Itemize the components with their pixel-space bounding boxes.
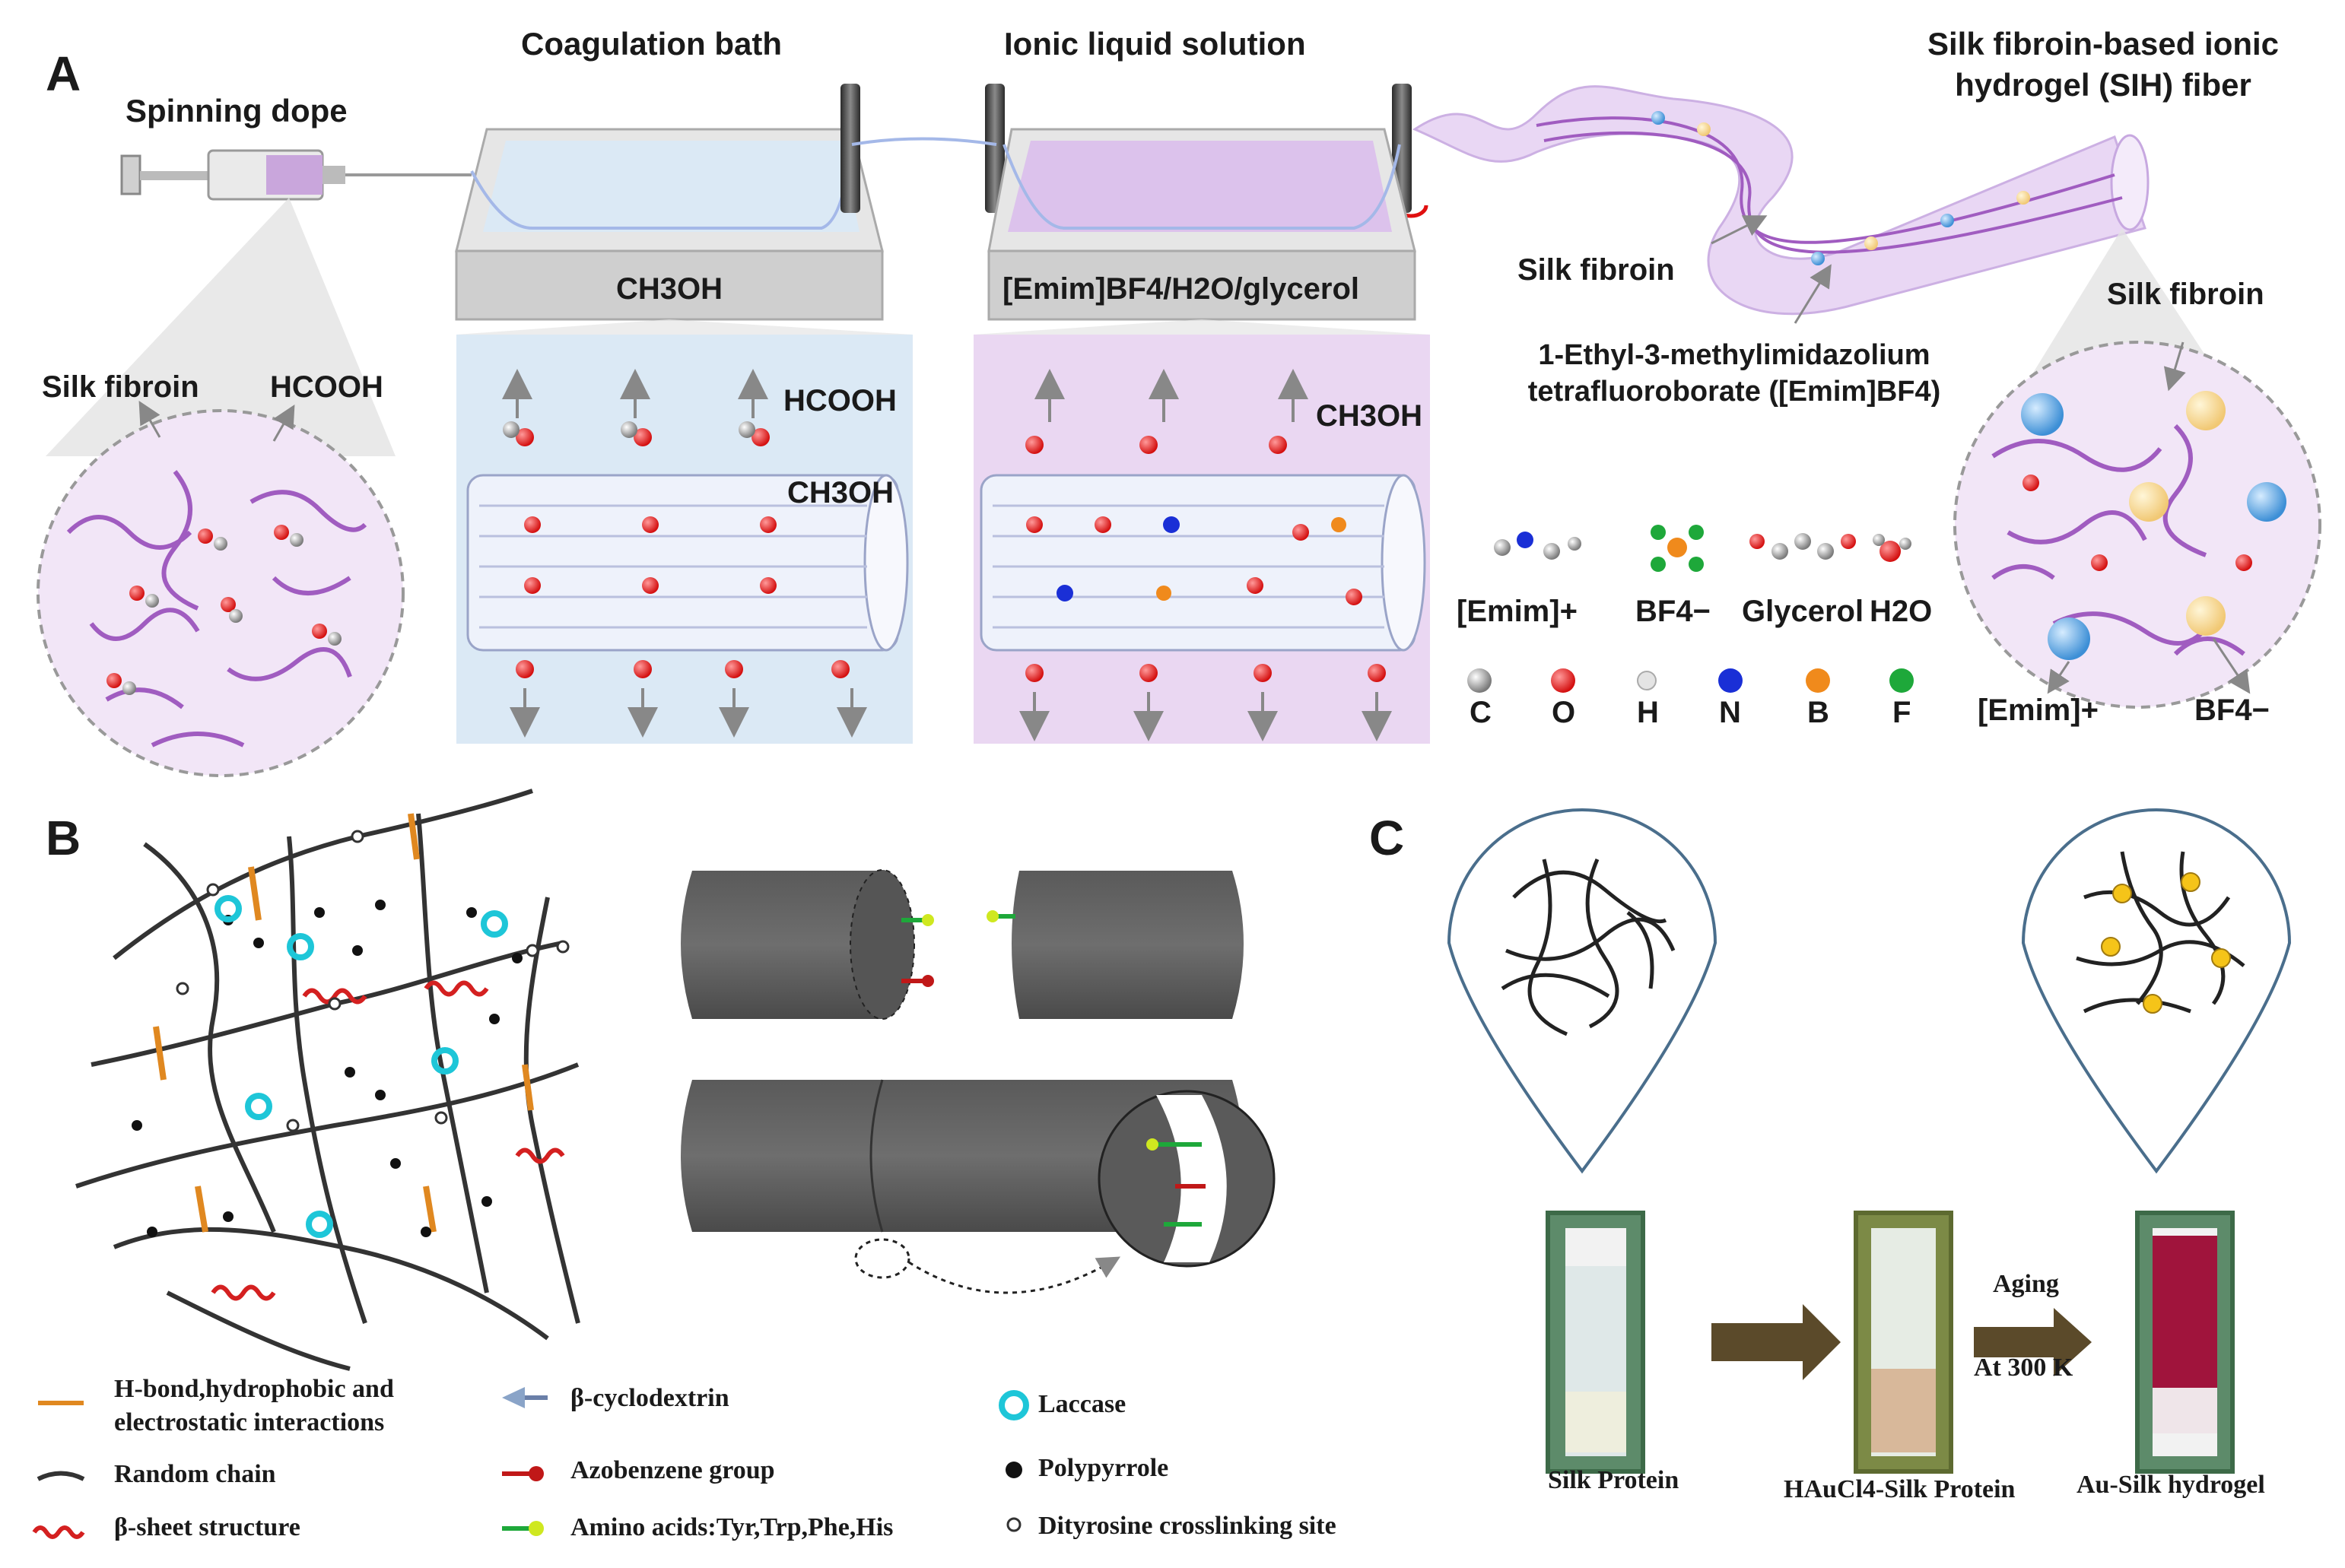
legend-cyclodextrin: β-cyclodextrin [570, 1384, 729, 1412]
atom-c: C [1470, 696, 1492, 729]
sih-label-line2: hydrogel (SIH) fiber [1955, 67, 2251, 103]
arrow-2 [1974, 1308, 2092, 1376]
vial3-label: Au-Silk hydrogel [2077, 1471, 2265, 1499]
legend-hbond-line1: H-bond,hydrophobic and [114, 1375, 394, 1403]
ionic-flow-arrows [1019, 369, 1392, 741]
legend-bf4: BF4− [1635, 595, 1711, 628]
hcooh-pointer-left [272, 404, 295, 442]
silk-fibroin-fiber-pointer [1711, 215, 1768, 245]
legend-random-chain: Random chain [114, 1460, 276, 1488]
roller-1 [840, 84, 860, 213]
zoom-cone-left [46, 198, 396, 456]
silk-fibroin-fiber-label: Silk fibroin [1517, 253, 1675, 287]
legend-amino-acids: Amino acids:Tyr,Trp,Phe,His [570, 1513, 894, 1541]
healing-moieties [901, 910, 1206, 1227]
syringe [120, 149, 472, 201]
panel-c-letter: C [1369, 811, 1405, 865]
vial-au-silk [2135, 1211, 2235, 1474]
legend-b-icons [32, 1387, 1029, 1539]
legend-laccase: Laccase [1038, 1390, 1126, 1418]
sih-chains [1991, 424, 2245, 656]
teardrop-right [2021, 808, 2292, 1174]
hcooh-mid-label: HCOOH [783, 384, 897, 417]
ch3oh-fiber-cylinder [466, 474, 909, 652]
aging-label: Aging [1993, 1270, 2059, 1298]
ionic-fiber-cylinder [980, 474, 1426, 652]
atom-b: B [1807, 696, 1829, 729]
molecule-legend-icons [1494, 525, 1911, 572]
fiber-bridge [851, 137, 997, 146]
arrow-1 [1711, 1304, 1841, 1380]
emim-label-line2: tetrafluoroborate ([Emim]BF4) [1527, 376, 1941, 408]
vial1-label: Silk Protein [1548, 1466, 1679, 1494]
coagulation-bath-label: Coagulation bath [521, 26, 782, 62]
dope-molecules [106, 525, 342, 695]
atom-f: F [1892, 696, 1911, 729]
legend-beta-sheet: β-sheet structure [114, 1513, 300, 1541]
ch3oh-right-label: CH3OH [1316, 399, 1423, 433]
ionic-liquid-bath [987, 128, 1416, 321]
vial-haucl4 [1854, 1211, 1953, 1474]
ch3oh-molecules [503, 421, 850, 678]
dope-circle [37, 409, 405, 777]
legend-polypyrrole: Polypyrrole [1038, 1454, 1169, 1482]
vial2-label: HAuCl4-Silk Protein [1784, 1475, 2016, 1503]
zoom-cone-coag [456, 319, 913, 335]
ionic-molecules [1025, 436, 1386, 682]
emim-circle-pointer [2047, 661, 2070, 694]
atom-legend-icons [1467, 668, 1914, 693]
emim-label-line1: 1-Ethyl-3-methylimidazolium [1538, 339, 1930, 371]
silk-fibroin-pointer-left [138, 400, 161, 438]
broken-cylinder-left [681, 869, 915, 1020]
teardrop-left [1447, 808, 1717, 1174]
legend-azobenzene: Azobenzene group [570, 1456, 775, 1484]
silk-fibroin-circle-pointer [2163, 341, 2186, 392]
legend-hbond-line2: electrostatic interactions [114, 1408, 385, 1436]
atom-o: O [1552, 696, 1576, 729]
sih-label-line1: Silk fibroin-based ionic [1927, 26, 2280, 62]
legend-h2o: H2O [1870, 595, 1933, 628]
ionic-bath-label: [Emim]BF4/H2O/glycerol [1003, 272, 1360, 306]
hcooh-left-label: HCOOH [270, 370, 383, 404]
emim-pointer [1794, 264, 1832, 324]
sih-ions [2021, 391, 2286, 660]
atom-h: H [1637, 696, 1659, 729]
silk-fibroin-left-label: Silk fibroin [42, 370, 199, 404]
ch3oh-flow-arrows [502, 369, 867, 738]
atom-n: N [1719, 696, 1741, 729]
zoom-cone-ionic [974, 319, 1430, 335]
spinning-dope-label: Spinning dope [126, 93, 348, 129]
ch3oh-mid-label: CH3OH [787, 476, 894, 509]
dope-chains [66, 470, 367, 747]
legend-dityrosine: Dityrosine crosslinking site [1038, 1512, 1336, 1540]
panel-a-letter: A [46, 46, 81, 101]
broken-cylinder-right [1012, 871, 1244, 1019]
ch3oh-bath-label: CH3OH [616, 272, 723, 306]
sih-fiber [1412, 85, 2150, 316]
bf4-circle-label: BF4− [2194, 694, 2270, 727]
silk-fibroin-circle-label: Silk fibroin [2107, 278, 2264, 311]
legend-emim: [Emim]+ [1457, 595, 1578, 628]
legend-glycerol: Glycerol [1742, 595, 1864, 628]
bf4-circle-pointer [2212, 638, 2251, 694]
emim-circle-label: [Emim]+ [1978, 694, 2099, 727]
vial-silk-protein [1546, 1211, 1645, 1474]
roller-2 [985, 84, 1005, 213]
temperature-label: At 300 K [1974, 1354, 2073, 1382]
healed-cylinder [681, 1079, 1276, 1294]
network-diagram [75, 789, 580, 1371]
panel-b-letter: B [46, 811, 81, 865]
ionic-liquid-label: Ionic liquid solution [1004, 26, 1306, 62]
